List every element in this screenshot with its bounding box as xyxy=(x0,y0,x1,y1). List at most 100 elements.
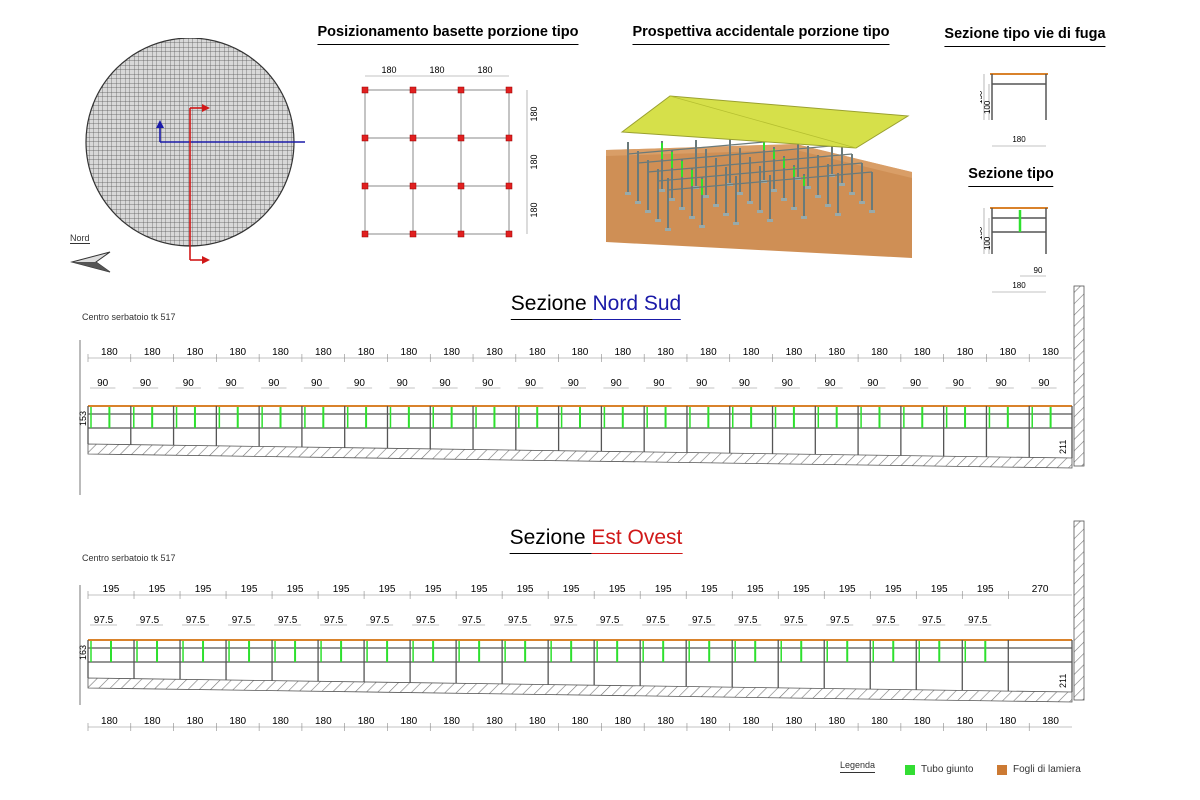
bottom-dim-label: 180 xyxy=(572,716,589,727)
scaffold-base xyxy=(645,210,651,213)
half-dim-label: 97.5 xyxy=(232,615,252,626)
basetta-node xyxy=(457,134,465,142)
span-dim-label: 180 xyxy=(358,347,375,358)
roof-sheet xyxy=(620,95,910,149)
legend-title: Legenda xyxy=(840,760,876,773)
bottom-dim-label: 180 xyxy=(229,716,246,727)
half-dim-label: 90 xyxy=(953,378,965,389)
half-dim-label: 90 xyxy=(225,378,237,389)
half-dim-label: 97.5 xyxy=(692,615,712,626)
span-dim-label: 180 xyxy=(1042,347,1059,358)
basetta-node xyxy=(409,86,417,94)
span-dim-label: 180 xyxy=(657,347,674,358)
span-dim-label: 180 xyxy=(229,347,246,358)
scaffold-base xyxy=(625,192,631,195)
basetta-node xyxy=(505,182,513,190)
basetta-node xyxy=(361,230,369,238)
vie-fuga-dim-150: 150 xyxy=(980,90,984,104)
half-dim-label: 97.5 xyxy=(646,615,666,626)
span-dim-label: 195 xyxy=(655,584,672,595)
span-dim-label: 180 xyxy=(999,347,1016,358)
basetta-node xyxy=(505,134,513,142)
span-dim-label: 180 xyxy=(187,347,204,358)
span-dim-label: 195 xyxy=(517,584,534,595)
basetta-node xyxy=(505,86,513,94)
span-dim-label: 195 xyxy=(287,584,304,595)
scaffold-base xyxy=(815,195,821,198)
span-dim-label: 195 xyxy=(793,584,810,595)
bottom-dim-label: 180 xyxy=(957,716,974,727)
span-dim-label: 180 xyxy=(572,347,589,358)
nord-sud-title: Sezione Nord Sud xyxy=(510,292,682,320)
basetta-node xyxy=(409,182,417,190)
right-height-label: 211 xyxy=(1058,440,1068,454)
est-ovest-title-color: Est Ovest xyxy=(591,526,683,554)
scaffold-base xyxy=(767,219,773,222)
bottom-dim-label: 180 xyxy=(743,716,760,727)
scaffold-base xyxy=(859,201,865,204)
span-dim-label: 180 xyxy=(743,347,760,358)
basetta-node xyxy=(457,230,465,238)
left-height-label: 163 xyxy=(78,645,88,660)
span-dim-label: 195 xyxy=(563,584,580,595)
scaffold-base xyxy=(771,189,777,192)
half-dim-label: 97.5 xyxy=(968,615,988,626)
span-dim-label: 195 xyxy=(425,584,442,595)
half-dim-label: 97.5 xyxy=(324,615,344,626)
half-dim-label: 90 xyxy=(653,378,665,389)
half-dim-label: 90 xyxy=(910,378,922,389)
vie-fuga-dim-100: 100 xyxy=(983,100,992,114)
est-ovest-subtitle: Centro serbatoio tk 517 xyxy=(82,553,176,563)
half-dim-label: 90 xyxy=(739,378,751,389)
scaffold-base xyxy=(781,198,787,201)
span-dim-label: 180 xyxy=(529,347,546,358)
half-dim-label: 90 xyxy=(996,378,1008,389)
prospettiva-title: Prospettiva accidentale porzione tipo xyxy=(632,24,890,45)
bottom-dim-label: 180 xyxy=(914,716,931,727)
basetta-node xyxy=(409,230,417,238)
span-dim-label: 195 xyxy=(195,584,212,595)
bottom-dim-label: 180 xyxy=(144,716,161,727)
scaffold-beam xyxy=(647,153,853,173)
span-dim-label: 195 xyxy=(471,584,488,595)
half-dim-label: 90 xyxy=(140,378,152,389)
sez-tipo-dim-100: 100 xyxy=(983,236,992,250)
span-dim-label: 180 xyxy=(871,347,888,358)
span-dim-label: 195 xyxy=(241,584,258,595)
est-ovest-title-black: Sezione xyxy=(509,526,592,554)
scaffold-base xyxy=(839,183,845,186)
half-dim-label: 97.5 xyxy=(784,615,804,626)
basette-dim-top: 180 xyxy=(381,65,396,75)
scaffold-beam xyxy=(657,162,863,182)
span-dim-label: 180 xyxy=(486,347,503,358)
bottom-dim-label: 180 xyxy=(486,716,503,727)
span-dim-label: 180 xyxy=(700,347,717,358)
half-dim-label: 90 xyxy=(611,378,623,389)
legend-item-lamiera: Fogli di lamiera xyxy=(997,764,1081,775)
span-dim-label: 180 xyxy=(315,347,332,358)
sez-tipo-dim-180: 180 xyxy=(1012,281,1026,290)
basette-title: Posizionamento basette porzione tipo xyxy=(317,24,579,45)
bottom-dim-label: 180 xyxy=(1042,716,1059,727)
half-dim-label: 97.5 xyxy=(278,615,298,626)
basetta-node xyxy=(505,230,513,238)
tank-plan xyxy=(85,38,305,264)
span-dim-label: 195 xyxy=(885,584,902,595)
half-dim-label: 97.5 xyxy=(462,615,482,626)
bottom-dim-label: 180 xyxy=(187,716,204,727)
legend-item-tubo: Tubo giunto xyxy=(905,764,973,775)
bottom-dim-label: 180 xyxy=(529,716,546,727)
nord-sud-title-black: Sezione xyxy=(510,292,593,320)
vie-fuga-dim-w: 180 xyxy=(1012,135,1026,144)
north-arrow-icon xyxy=(70,251,111,273)
bottom-dim-label: 180 xyxy=(401,716,418,727)
left-height-label: 153 xyxy=(78,411,88,426)
span-dim-label: 180 xyxy=(272,347,289,358)
tank-wall xyxy=(1073,520,1085,701)
half-dim-label: 90 xyxy=(482,378,494,389)
half-dim-label: 97.5 xyxy=(600,615,620,626)
scaffold-base xyxy=(723,213,729,216)
sezione-tipo-title: Sezione tipo xyxy=(968,166,1054,187)
span-dim-label: 195 xyxy=(609,584,626,595)
